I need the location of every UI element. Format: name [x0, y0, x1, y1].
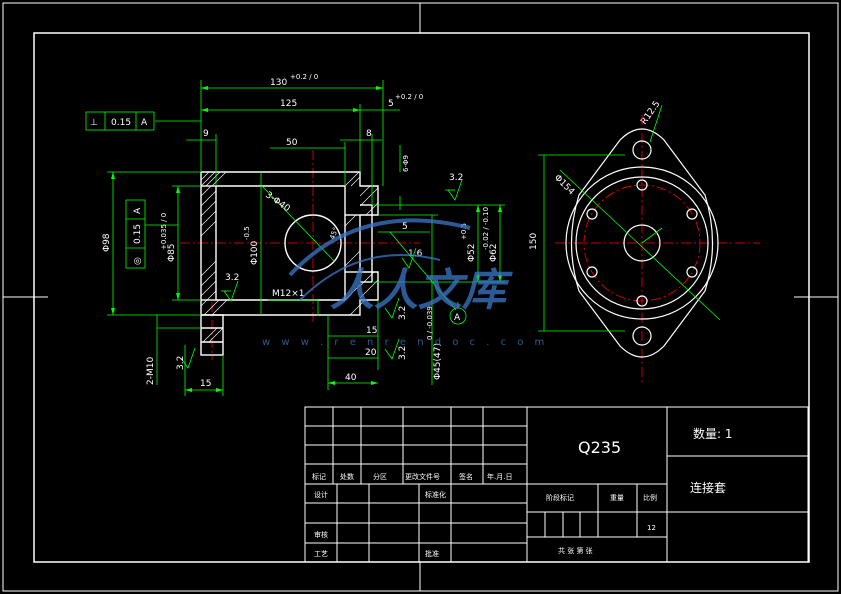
dim-step-50: 50 [286, 138, 298, 148]
flange-outline [570, 128, 714, 358]
dim-holes-3phi40: 3-Φ40 [263, 190, 291, 214]
dim-phi52: Φ52 [467, 243, 477, 262]
center-bore [623, 224, 661, 262]
dim-2m10: 2-M10 [146, 357, 156, 385]
sheets-label: 共 张 第 张 [558, 546, 593, 555]
circ-symbol: ◎ [133, 257, 143, 265]
dim-thread: M12×1 [272, 289, 304, 299]
dim-45deg: 45° [328, 226, 340, 240]
flange-hole-bottom [632, 326, 652, 346]
datum-a-label: A [454, 313, 461, 323]
approve-label: 批准 [425, 549, 439, 558]
ratio-label: 比例 [643, 493, 657, 502]
dim-125: 125 [280, 99, 297, 109]
dim-total-length-tol: +0.2 / 0 [290, 73, 318, 81]
review-label: 审核 [314, 530, 328, 539]
roughness-3: 3.2 [176, 356, 186, 370]
dim-flange-5: 5 [388, 99, 394, 109]
roughness-6: 3.2 [398, 346, 408, 360]
standard-label: 标准化 [425, 490, 446, 499]
dim-40: 40 [345, 373, 357, 383]
dim-phi62: Φ62 [489, 243, 499, 262]
dim-phi98: Φ98 [102, 233, 112, 252]
dim-flange-5-tol: +0.2 / 0 [395, 93, 423, 101]
hdr-sign: 签名 [459, 472, 473, 481]
watermark-url: w w w . r e n r e n d o c . c o m [262, 337, 548, 348]
dim-20: 20 [365, 348, 377, 358]
stage-mark-label: 阶段标记 [546, 493, 574, 502]
hdr-mark: 标记 [312, 472, 326, 481]
dimension-arrows [111, 86, 502, 392]
process-label: 工艺 [314, 550, 328, 558]
dim-phi85: Φ85 [167, 243, 177, 262]
quantity-label: 数量: 1 [693, 426, 733, 441]
dim-step-8: 8 [366, 129, 372, 139]
scale-value: 12 [647, 524, 656, 532]
dim-phi62-tol: -0.02 / -0.10 [482, 207, 490, 250]
dim-phi154: Φ154 [552, 173, 576, 197]
dimension-lines [107, 80, 505, 396]
title-block [304, 406, 809, 563]
dim-phi85-tol: +0.035 / 0 [160, 213, 168, 250]
perp-datum: A [141, 118, 148, 128]
roughness-labels: 3.2 3.2 3.2 3.2 1.6 3.2 [176, 173, 463, 370]
dim-phi100-tol: -0.5 [243, 226, 251, 240]
side-view [538, 104, 760, 385]
part-name-label: 连接套 [690, 480, 726, 495]
hdr-date: 年.月.日 [487, 472, 512, 481]
dim-holes-6phi9: 6-Φ9 [402, 155, 410, 172]
roughness-1: 3.2 [449, 173, 463, 183]
centering-marks [3, 3, 838, 591]
outer-circle [565, 166, 719, 320]
roughness-4: 3.2 [398, 306, 408, 320]
title-block-texts: Q235 数量: 1 连接套 12 标记 处数 分区 更改文件号 签名 年.月.… [312, 426, 733, 558]
hdr-count: 处数 [340, 472, 354, 481]
dim-phi45: Φ45(47) [433, 343, 443, 380]
dim-phi100: Φ100 [250, 240, 260, 265]
circ-value: 0.15 [133, 224, 143, 244]
designer-label: 设计 [314, 490, 328, 499]
dim-phi52-tol: +0.5 [460, 223, 468, 240]
perp-symbol: ⊥ [90, 118, 98, 128]
material-label: Q235 [578, 438, 621, 457]
tolerance-frame-perp: ⊥ 0.15 A [85, 111, 155, 131]
dim-15a: 15 [366, 326, 377, 336]
dim-5b: 5 [402, 222, 408, 232]
dimension-texts: 130 +0.2 / 0 125 5 +0.2 / 0 9 50 8 6-Φ9 … [102, 73, 663, 389]
roughness-5: 1.6 [408, 249, 423, 259]
tolerance-frame-circ: A 0.15 ◎ [125, 199, 146, 269]
watermark-logo: 人人文库 [330, 265, 513, 316]
bolt-circle [583, 184, 701, 302]
flange-hole-top [632, 140, 652, 160]
hdr-change-doc: 更改文件号 [405, 472, 440, 481]
watermark: 人人文库 w w w . r e n r e n d o c . c o m [262, 218, 548, 348]
perp-value: 0.15 [111, 118, 131, 128]
dim-15b: 15 [200, 379, 211, 389]
roughness-2: 3.2 [225, 273, 239, 283]
circ-datum: A [133, 207, 143, 214]
dim-phi45-tol: 0 / -0.039 [426, 306, 434, 340]
dim-wall-9: 9 [203, 129, 209, 139]
hdr-zone: 分区 [373, 472, 387, 481]
dim-total-length: 130 [270, 78, 287, 88]
weight-label: 重量 [610, 494, 624, 502]
dim-150: 150 [529, 233, 539, 250]
body-circle [575, 176, 709, 310]
